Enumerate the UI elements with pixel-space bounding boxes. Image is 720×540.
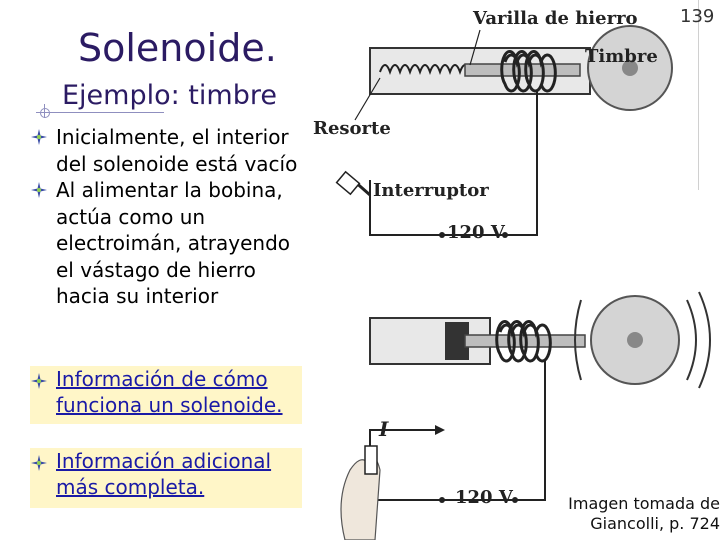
switch-bottom-icon <box>364 445 378 475</box>
iron-rod-top <box>464 63 581 77</box>
bottom-diagram: I 120 V <box>340 291 711 540</box>
label-current: I <box>378 417 389 441</box>
bullet-list: Inicialmente, el interior del solenoide … <box>30 124 305 310</box>
terminal-bottom-right <box>512 497 518 503</box>
bullet-text: Al alimentar la bobina, actúa como un el… <box>56 178 291 308</box>
coil-bottom-icon <box>495 319 552 363</box>
terminal-top-right <box>502 232 508 238</box>
label-interruptor: Interruptor <box>373 180 489 201</box>
bullet-marker-icon <box>31 455 47 471</box>
pointer-resorte <box>354 77 381 121</box>
link-box-additional-info: Información adicional más completa. <box>30 448 302 508</box>
link-additional-info[interactable]: Información adicional más completa. <box>56 449 272 499</box>
coil-top-icon <box>500 49 557 93</box>
page-number-divider <box>698 0 720 190</box>
label-voltage-top: 120 V <box>447 222 506 243</box>
link-solenoid-info[interactable]: Información de cómo funciona un solenoid… <box>56 367 283 417</box>
link-box-solenoid-info: Información de cómo funciona un solenoid… <box>30 366 302 424</box>
label-voltage-bottom: 120 V <box>455 487 514 508</box>
top-diagram: Varilla de hierro Timbre Resorte Interru… <box>313 8 673 243</box>
bell-bottom-center <box>627 332 643 348</box>
slide-title: Solenoide. <box>78 26 277 70</box>
terminal-bottom-left <box>439 497 445 503</box>
pointer-varilla <box>469 29 481 66</box>
image-credit: Imagen tomada de Giancolli, p. 724 <box>550 494 720 534</box>
doorbell-solenoid-figure: Varilla de hierro Timbre Resorte Interru… <box>313 8 711 540</box>
bullet-marker-icon <box>31 373 47 389</box>
current-arrow-icon <box>435 425 445 435</box>
bell-top-center <box>622 60 638 76</box>
label-varilla: Varilla de hierro <box>472 8 638 29</box>
title-decoration-circle <box>40 108 50 118</box>
page-number: 139 <box>680 6 715 27</box>
sound-wave-icon <box>698 291 711 389</box>
slide-subtitle: Ejemplo: timbre <box>62 80 277 111</box>
caption-line: Giancolli, p. 724 <box>590 514 720 533</box>
title-underline <box>36 112 164 113</box>
switch-top-lever <box>335 170 361 196</box>
bullet-item: Al alimentar la bobina, actúa como un el… <box>30 177 305 310</box>
bullet-item: Inicialmente, el interior del solenoide … <box>30 124 305 177</box>
wire-top-circuit <box>369 90 538 236</box>
wire-bottom-circuit <box>369 360 546 501</box>
bullet-text: Inicialmente, el interior del solenoide … <box>56 125 298 176</box>
caption-line: Imagen tomada de <box>568 494 720 513</box>
sound-wave-icon <box>574 299 582 381</box>
bullet-marker-icon <box>31 182 47 198</box>
bullet-marker-icon <box>31 129 47 145</box>
spring-icon <box>379 64 471 75</box>
label-timbre: Timbre <box>585 46 658 67</box>
terminal-top-left <box>439 232 445 238</box>
sound-wave-icon <box>686 299 697 381</box>
label-resorte: Resorte <box>313 118 391 139</box>
